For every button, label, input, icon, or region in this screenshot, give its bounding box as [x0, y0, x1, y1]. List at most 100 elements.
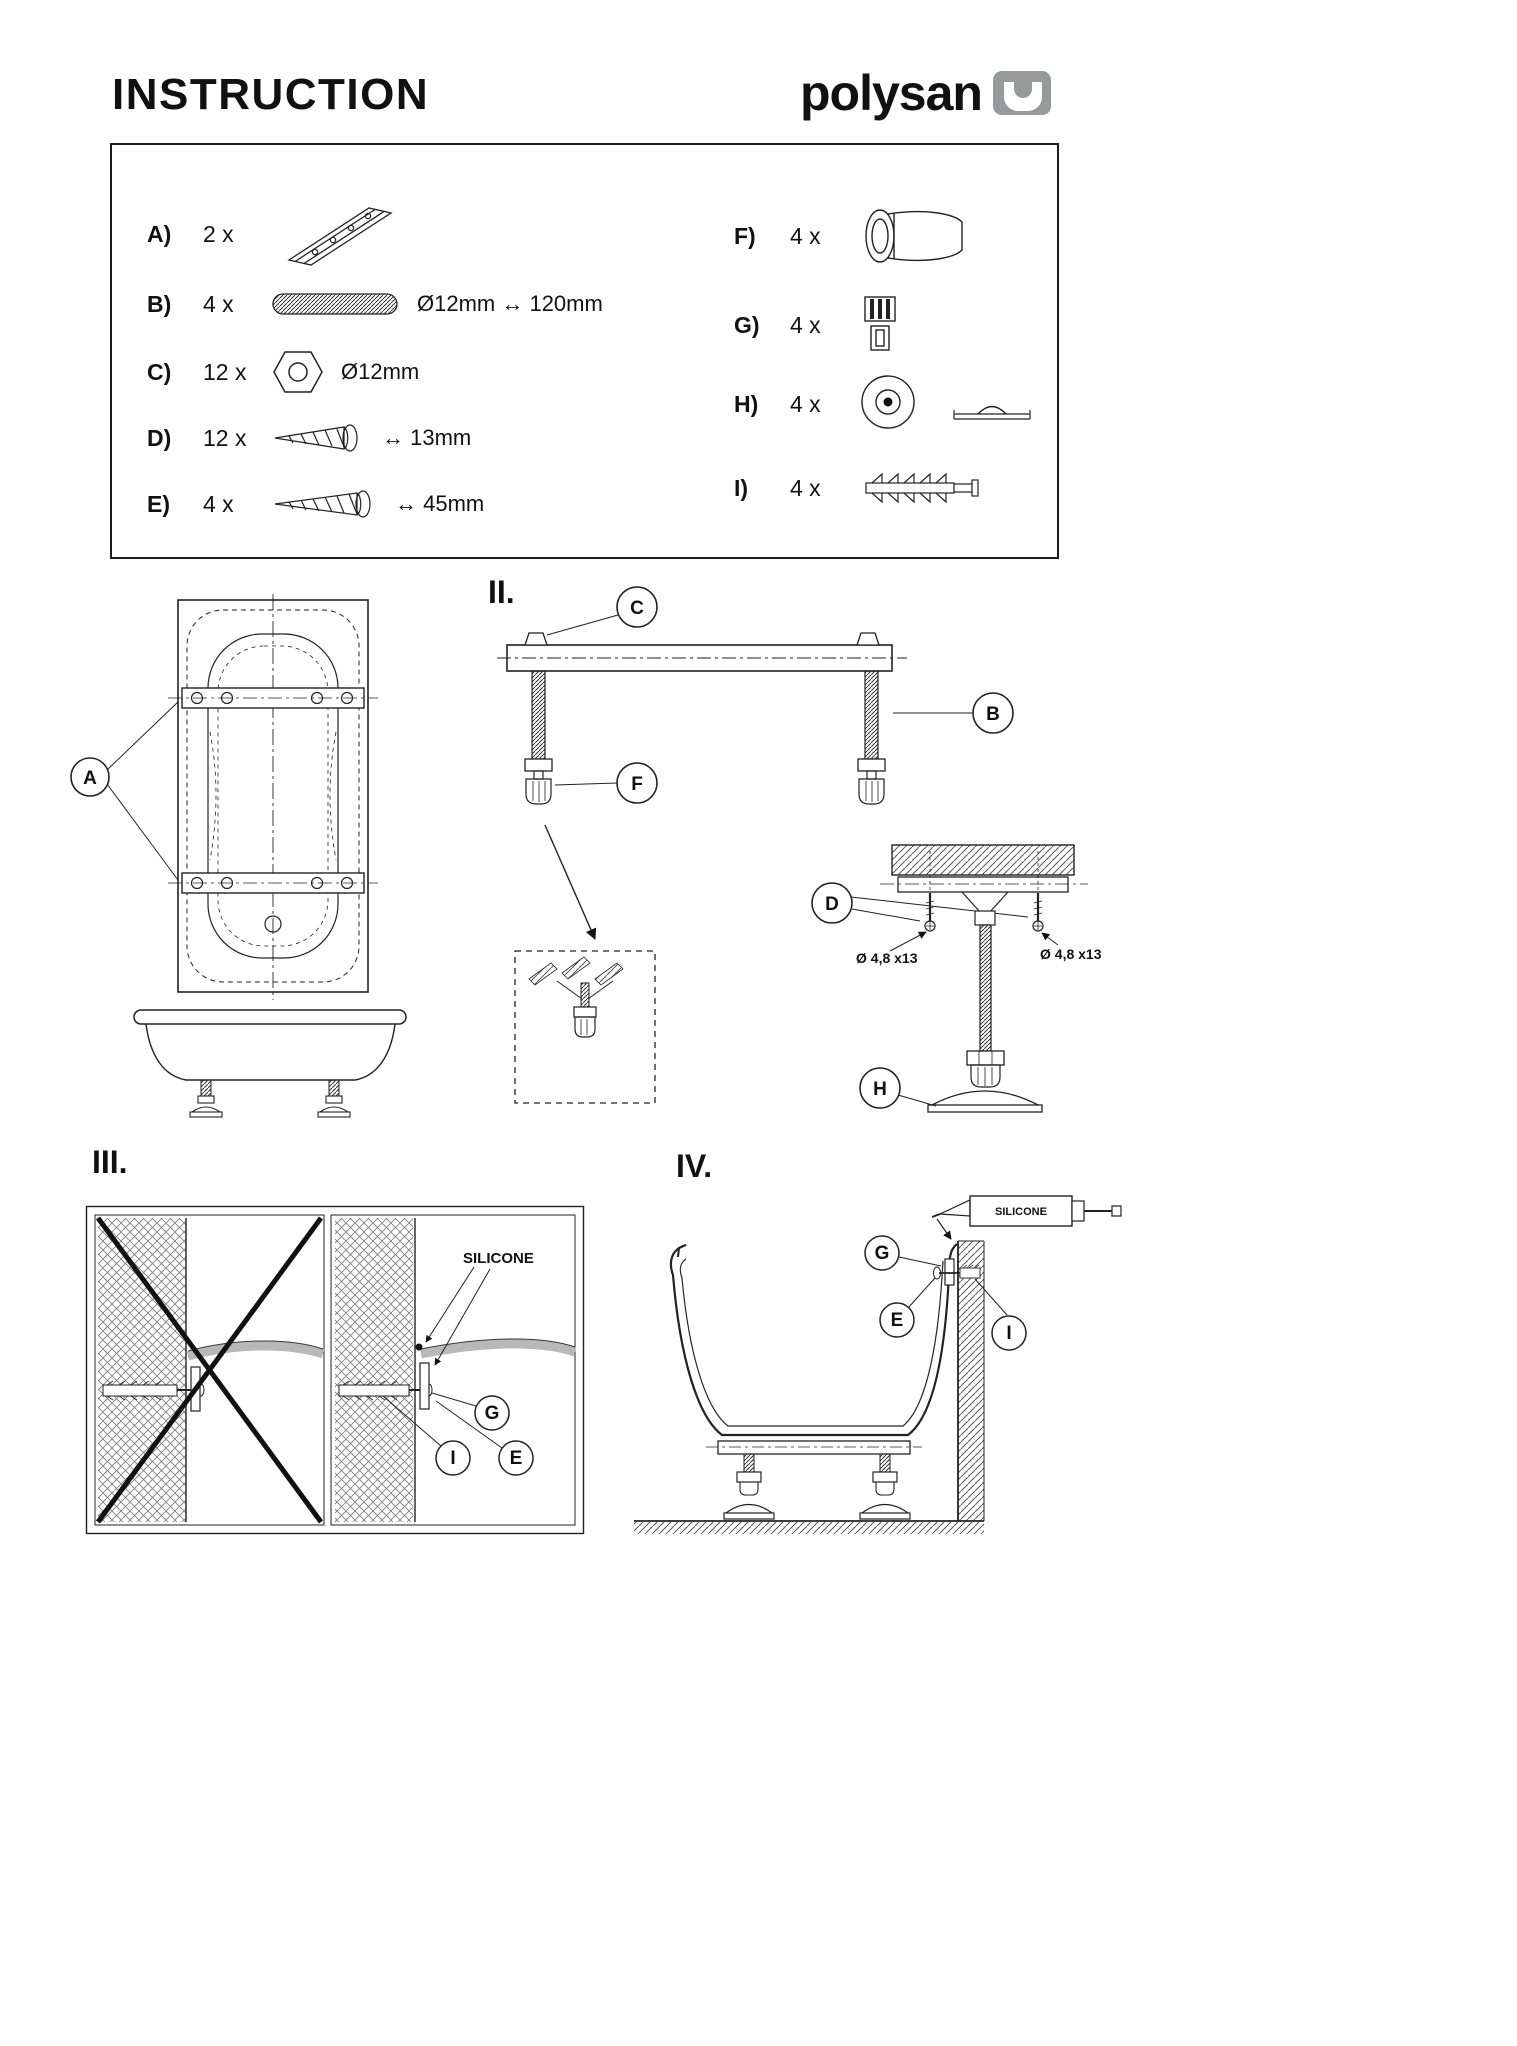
tub-top-view: A [60, 592, 390, 1002]
part-a-label: A) [147, 220, 172, 247]
rim-fixing [933, 1258, 981, 1286]
section-4-label: IV. [676, 1148, 713, 1184]
part-row-g: G) 4 x [734, 292, 902, 358]
part-g-qty: 4 x [790, 311, 821, 338]
threaded-rod-left [531, 670, 546, 760]
callout-g-s3 [431, 1392, 510, 1431]
foot-left [189, 1079, 223, 1118]
part-h-qty: 4 x [790, 390, 821, 417]
support-frame [706, 1440, 922, 1520]
detail-arrow [544, 824, 597, 941]
part-b-dims: Ø12mm ↔ 120mm [417, 291, 603, 316]
part-c-qty: 12 x [203, 358, 247, 385]
callout-g-s4 [864, 1235, 942, 1271]
part-row-e: E) 4 x ↔ 45mm [147, 471, 484, 537]
silicone-gun [931, 1195, 1122, 1240]
callout-d-letter: D [825, 894, 839, 915]
screw-dim-left: Ø 4,8 x13 [856, 950, 918, 966]
screw-dim-right: Ø 4,8 x13 [1040, 946, 1102, 962]
part-i-label: I) [734, 474, 749, 501]
callout-h [859, 1067, 937, 1109]
tub-install-diagram: SILICONE G E I [618, 1183, 1128, 1548]
threaded-rod-right [864, 670, 879, 760]
part-b-qty: 4 x [203, 290, 234, 317]
part-h-label: H) [734, 390, 759, 417]
part-row-a: A) 2 x [147, 201, 437, 267]
cross-out-x [95, 1216, 324, 1524]
nut-top-right [856, 632, 880, 646]
part-e-label: E) [147, 490, 170, 517]
part-b-label: B) [147, 290, 172, 317]
part-d-dims: ↔ 13mm [382, 425, 472, 450]
callout-f [554, 762, 658, 804]
silicone-label-s4: SILICONE [995, 1206, 1047, 1218]
adjustable-foot [927, 891, 1043, 1113]
mounting-rail-bottom [168, 872, 378, 894]
brand-name: polysan [800, 65, 983, 121]
callout-b [893, 692, 1014, 734]
washer-plate-icon [858, 374, 1036, 434]
silicone-bead-top [415, 1343, 423, 1351]
clip-icon [858, 295, 902, 355]
callout-h-letter: H [873, 1079, 887, 1100]
detail-inset-box [514, 950, 656, 1104]
callout-c [546, 586, 658, 636]
hex-nut-icon [271, 348, 325, 396]
callout-i-s4 [974, 1278, 1027, 1351]
part-d-label: D) [147, 424, 172, 451]
floor [634, 1520, 984, 1534]
part-row-h: H) 4 x [734, 371, 1036, 437]
part-f-qty: 4 x [790, 222, 821, 249]
foot-right [317, 1079, 351, 1118]
part-row-f: F) 4 x [734, 203, 978, 269]
threaded-rod-icon [271, 291, 401, 317]
part-a-qty: 2 x [203, 220, 234, 247]
foot-cap-icon [858, 204, 978, 268]
part-i-qty: 4 x [790, 474, 821, 501]
callout-d [811, 882, 1029, 924]
screw-right [1032, 851, 1044, 932]
part-c-dims: Ø12mm [341, 359, 420, 384]
callout-c-letter: C [630, 598, 644, 619]
callout-g-letter-s3: G [485, 1403, 500, 1424]
foot-cap-right [858, 770, 885, 805]
screw-left [924, 851, 936, 932]
part-d-qty: 12 x [203, 424, 247, 451]
brand-logo: polysan [800, 64, 1054, 122]
part-row-i: I) 4 x [734, 455, 994, 521]
part-g-label: G) [734, 311, 760, 338]
wall [957, 1240, 985, 1521]
correct-panel [335, 1218, 577, 1522]
page-title: INSTRUCTION [112, 70, 430, 119]
wall-plug-icon [858, 469, 994, 507]
polysan-tub-icon [992, 67, 1054, 119]
drain-hole [264, 915, 282, 933]
wall-mount-diagram: SILICONE G I E [85, 1205, 585, 1535]
callout-a [70, 701, 179, 881]
callout-i-letter-s4: I [1006, 1323, 1011, 1344]
tub-cross-section [669, 1243, 958, 1437]
tub-bottom-slab [891, 844, 1075, 876]
part-row-d: D) 12 x ↔ 13mm [147, 405, 471, 471]
callout-e-letter-s3: E [510, 1448, 523, 1469]
rail-section [897, 876, 1069, 893]
callout-e-letter-s4: E [891, 1310, 904, 1331]
part-e-dims: ↔ 45mm [395, 491, 485, 516]
callout-b-letter: B [986, 704, 1000, 725]
foot-detail-diagram: Ø 4,8 x13 Ø 4,8 x13 D H [800, 833, 1120, 1148]
part-e-qty: 4 x [203, 490, 234, 517]
tub-side-view [128, 1004, 413, 1126]
screw-13mm-icon [271, 421, 366, 455]
wrong-panel [95, 1216, 325, 1524]
callout-i-letter-s3: I [450, 1448, 455, 1469]
nut-top-left [524, 632, 548, 646]
part-row-c: C) 12 x Ø12mm [147, 339, 419, 405]
part-row-b: B) 4 x Ø12mm ↔ 120mm [147, 271, 603, 337]
part-c-label: C) [147, 358, 172, 385]
rail-profile-icon [271, 198, 421, 270]
callout-a-letter: A [83, 768, 97, 789]
section-2-label: II. [488, 574, 515, 610]
mounting-rail-top [168, 687, 378, 709]
callout-e-s3 [435, 1400, 534, 1476]
callout-g-letter-s4: G [875, 1243, 890, 1264]
